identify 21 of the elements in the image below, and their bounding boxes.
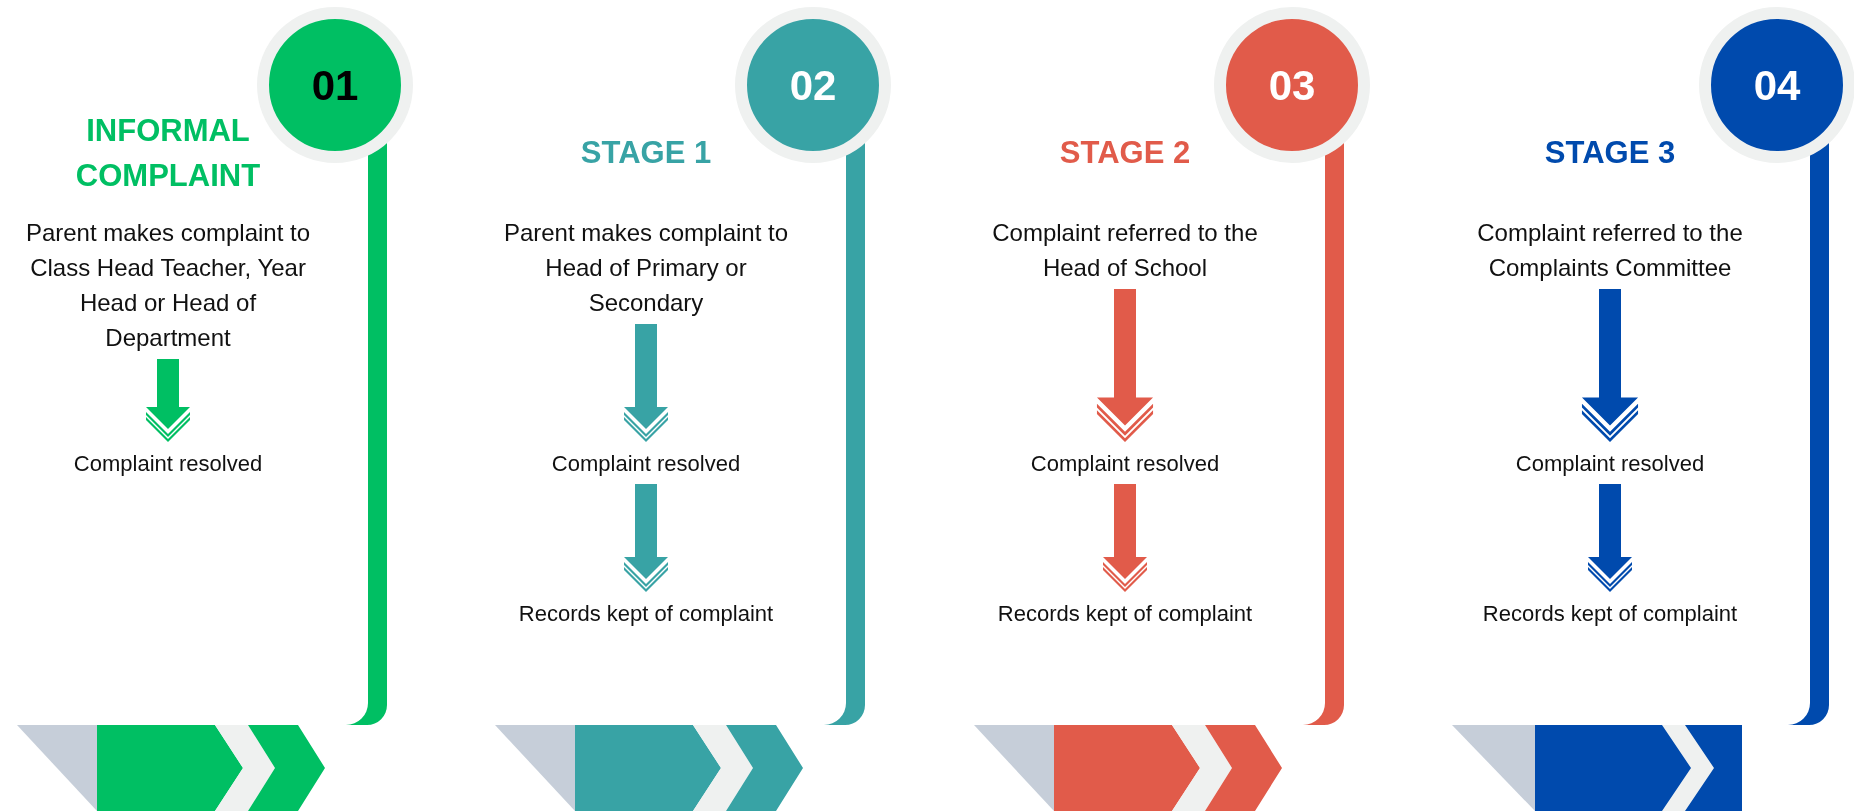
record-text: Records kept of complaint bbox=[960, 598, 1290, 630]
stage-description: Parent makes complaint to Class Head Teacher, Year Head or Head of Department bbox=[24, 218, 312, 353]
block-arrow bbox=[1581, 289, 1639, 442]
stage-heading: STAGE 2 bbox=[1059, 134, 1191, 172]
stage-description: Complaint referred to the Complaints Committee bbox=[1476, 218, 1744, 283]
stage-description: Parent makes complaint to Head of Primary or Secondary bbox=[502, 218, 790, 318]
outcome-text: Complaint resolved bbox=[1445, 448, 1775, 480]
outcome-text: Complaint resolved bbox=[3, 448, 333, 480]
block-arrow bbox=[1096, 289, 1154, 442]
block-arrow bbox=[1103, 484, 1147, 592]
record-text: Records kept of complaint bbox=[1445, 598, 1775, 630]
outcome-text: Complaint resolved bbox=[960, 448, 1290, 480]
stage-heading: STAGE 3 bbox=[1544, 134, 1676, 172]
stage-description: Complaint referred to the Head of School bbox=[991, 218, 1259, 283]
block-arrow bbox=[624, 484, 668, 592]
record-text: Records kept of complaint bbox=[481, 598, 811, 630]
block-arrow bbox=[1588, 484, 1632, 592]
outcome-text: Complaint resolved bbox=[481, 448, 811, 480]
stage-heading: STAGE 1 bbox=[580, 134, 712, 172]
block-arrow bbox=[146, 359, 190, 442]
block-arrow bbox=[624, 324, 668, 442]
